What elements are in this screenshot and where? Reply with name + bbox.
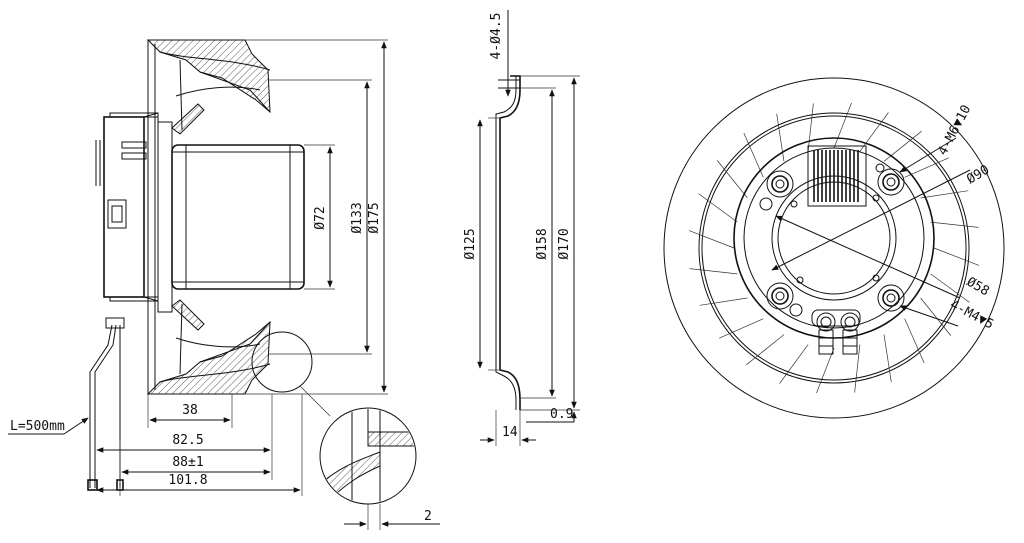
outer-shroud [663,77,1005,419]
dim-d175: Ø175 [367,202,382,233]
vane-tick [883,130,922,162]
dim-82-5: 82.5 [172,433,203,448]
vane-tick [920,297,952,336]
vane-tick [776,113,785,162]
dim-d133: Ø133 [350,202,365,233]
front-view: 4-M6▼10 Ø90 Ø58 4-M4▼5 [663,77,1005,419]
dim-d170: Ø170 [557,228,572,259]
dim-88: 88±1 [172,455,203,470]
dim-d58: Ø58 [964,275,992,300]
dim-38: 38 [182,403,198,418]
vane-tick [816,347,835,394]
dim-d125: Ø125 [463,228,478,259]
dim-d158: Ø158 [535,228,550,259]
vane-tick [716,160,748,199]
mounting-plate [499,75,521,410]
vane-tick [699,297,748,306]
vane-tick [933,247,980,266]
dim-2: 2 [424,509,432,524]
vane-ticks [688,102,980,394]
heatsink [807,145,867,207]
vane-tick [689,268,738,275]
electronics-housing [103,116,145,298]
dim-0-9: 0.9 [550,407,573,422]
vane-tick [688,230,735,249]
vane-tick [904,318,925,363]
vane-tick [904,157,949,178]
vane-tick [719,318,764,339]
detail-marker [251,331,313,393]
mounting-boss-tl [766,170,794,198]
mounting-boss-br [877,284,905,312]
vane-tick [930,221,979,228]
cable-glands [811,309,861,355]
motor-rotor [171,144,305,290]
impeller-top [146,39,271,114]
mounting-boss-bl [766,282,794,310]
vane-tick [859,112,889,152]
vane-tick [807,103,814,152]
cable-length: L=500mm [10,419,65,434]
vane-tick [930,273,970,303]
cable [89,324,113,488]
thread-m6: 4-M6▼10 [935,103,974,158]
dim-101-8: 101.8 [168,473,207,488]
vane-tick [779,344,809,384]
section-view: Ø125 Ø158 Ø170 4-Ø4.5 14 0.9 [463,10,580,446]
dim-14: 14 [502,425,518,440]
mounting-boss-tr [877,168,905,196]
vane-tick [883,334,892,383]
dim-d90: Ø90 [964,163,992,188]
dim-d72: Ø72 [313,206,328,229]
vane-tick [698,193,738,223]
vane-tick [854,344,861,393]
dim-holes: 4-Ø4.5 [489,13,504,60]
side-view: Ø72 Ø133 Ø175 38 82.5 88±1 101.8 L=500mm [8,39,388,496]
thread-m4: 4-M4▼5 [947,297,996,332]
impeller-bottom [146,320,271,395]
vane-tick [833,102,852,149]
vane-tick [746,334,785,366]
connector-block [107,199,127,229]
detail-view: 2 [319,407,440,530]
vane-tick [920,190,969,199]
